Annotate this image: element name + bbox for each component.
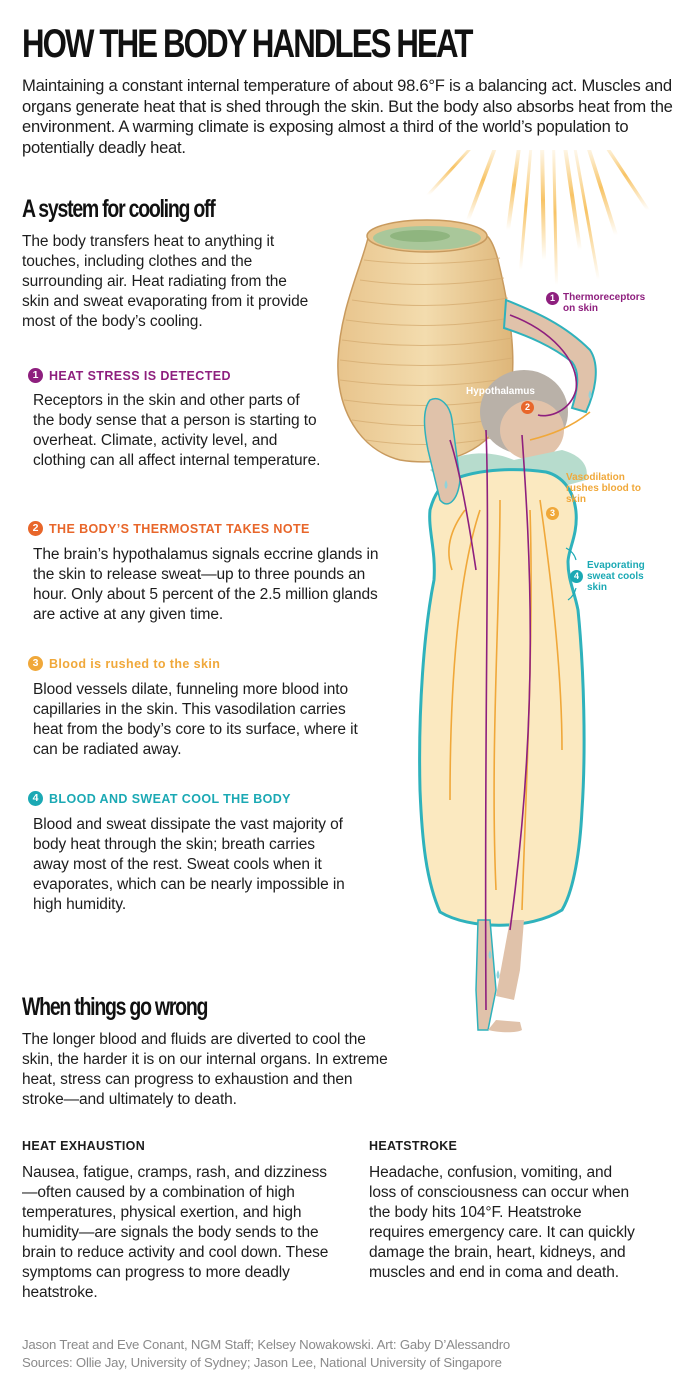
step-1-heading: 1 HEAT STRESS IS DETECTED bbox=[28, 368, 231, 383]
label-hypothalamus-badge: 2 bbox=[521, 401, 534, 414]
step-3-badge: 3 bbox=[546, 507, 559, 520]
step-1-text: Receptors in the skin and other parts of… bbox=[33, 392, 321, 469]
sweat-drop-icon bbox=[444, 390, 592, 979]
label-thermoreceptors: 1 Thermoreceptors on skin bbox=[546, 292, 645, 314]
sun-rays-icon bbox=[426, 140, 650, 285]
step-1-number-icon: 1 bbox=[28, 368, 43, 383]
heat-exhaustion-heading: HEAT EXHAUSTION bbox=[22, 1139, 146, 1153]
label-vasodilation-badge: 3 bbox=[546, 507, 559, 520]
step-3-number-icon: 3 bbox=[28, 656, 43, 671]
step-4-text: Blood and sweat dissipate the vast major… bbox=[33, 816, 345, 913]
page-title: HOW THE BODY HANDLES HEAT bbox=[22, 22, 473, 66]
label-evaporating: 4 Evaporating sweat cools skin bbox=[570, 560, 647, 593]
label-vasodilation: Vasodilation rushes blood to skin bbox=[566, 472, 641, 505]
section-title-wrong: When things go wrong bbox=[22, 993, 208, 1021]
heatstroke-text: Headache, confusion, vomiting, and loss … bbox=[369, 1164, 635, 1281]
step-1-badge: 1 bbox=[546, 292, 559, 305]
label-hypothalamus: Hypothalamus bbox=[466, 386, 535, 397]
credits-block: Jason Treat and Eve Conant, NGM Staff; K… bbox=[22, 1336, 682, 1372]
basket-icon bbox=[337, 219, 514, 463]
cooling-paragraph: The body transfers heat to anything it t… bbox=[22, 233, 309, 330]
heat-exhaustion-text: Nausea, fatigue, cramps, rash, and dizzi… bbox=[22, 1164, 329, 1301]
step-4-heading: 4 BLOOD AND SWEAT COOL THE BODY bbox=[28, 791, 291, 806]
sources-line: Sources: Ollie Jay, University of Sydney… bbox=[22, 1355, 502, 1370]
step-2-number-icon: 2 bbox=[28, 521, 43, 536]
credits-line: Jason Treat and Eve Conant, NGM Staff; K… bbox=[22, 1337, 511, 1352]
step-2-badge: 2 bbox=[521, 401, 534, 414]
step-4-badge: 4 bbox=[570, 570, 583, 583]
woman-figure-icon bbox=[418, 298, 597, 1033]
step-4-number-icon: 4 bbox=[28, 791, 43, 806]
illustration-svg bbox=[337, 140, 650, 1033]
section-title-cooling: A system for cooling off bbox=[22, 195, 216, 223]
body-heat-illustration: 1 Thermoreceptors on skin Hypothalamus 2… bbox=[300, 140, 700, 1050]
step-2-heading: 2 THE BODY’S THERMOSTAT TAKES NOTE bbox=[28, 521, 310, 536]
step-3-text: Blood vessels dilate, funneling more blo… bbox=[33, 681, 358, 758]
intro-paragraph: Maintaining a constant internal temperat… bbox=[22, 76, 673, 157]
heatstroke-heading: HEATSTROKE bbox=[369, 1139, 458, 1153]
wrong-paragraph: The longer blood and fluids are diverted… bbox=[22, 1031, 388, 1108]
step-2-text: The brain’s hypothalamus signals eccrine… bbox=[33, 546, 379, 623]
step-3-heading: 3 Blood is rushed to the skin bbox=[28, 656, 220, 671]
